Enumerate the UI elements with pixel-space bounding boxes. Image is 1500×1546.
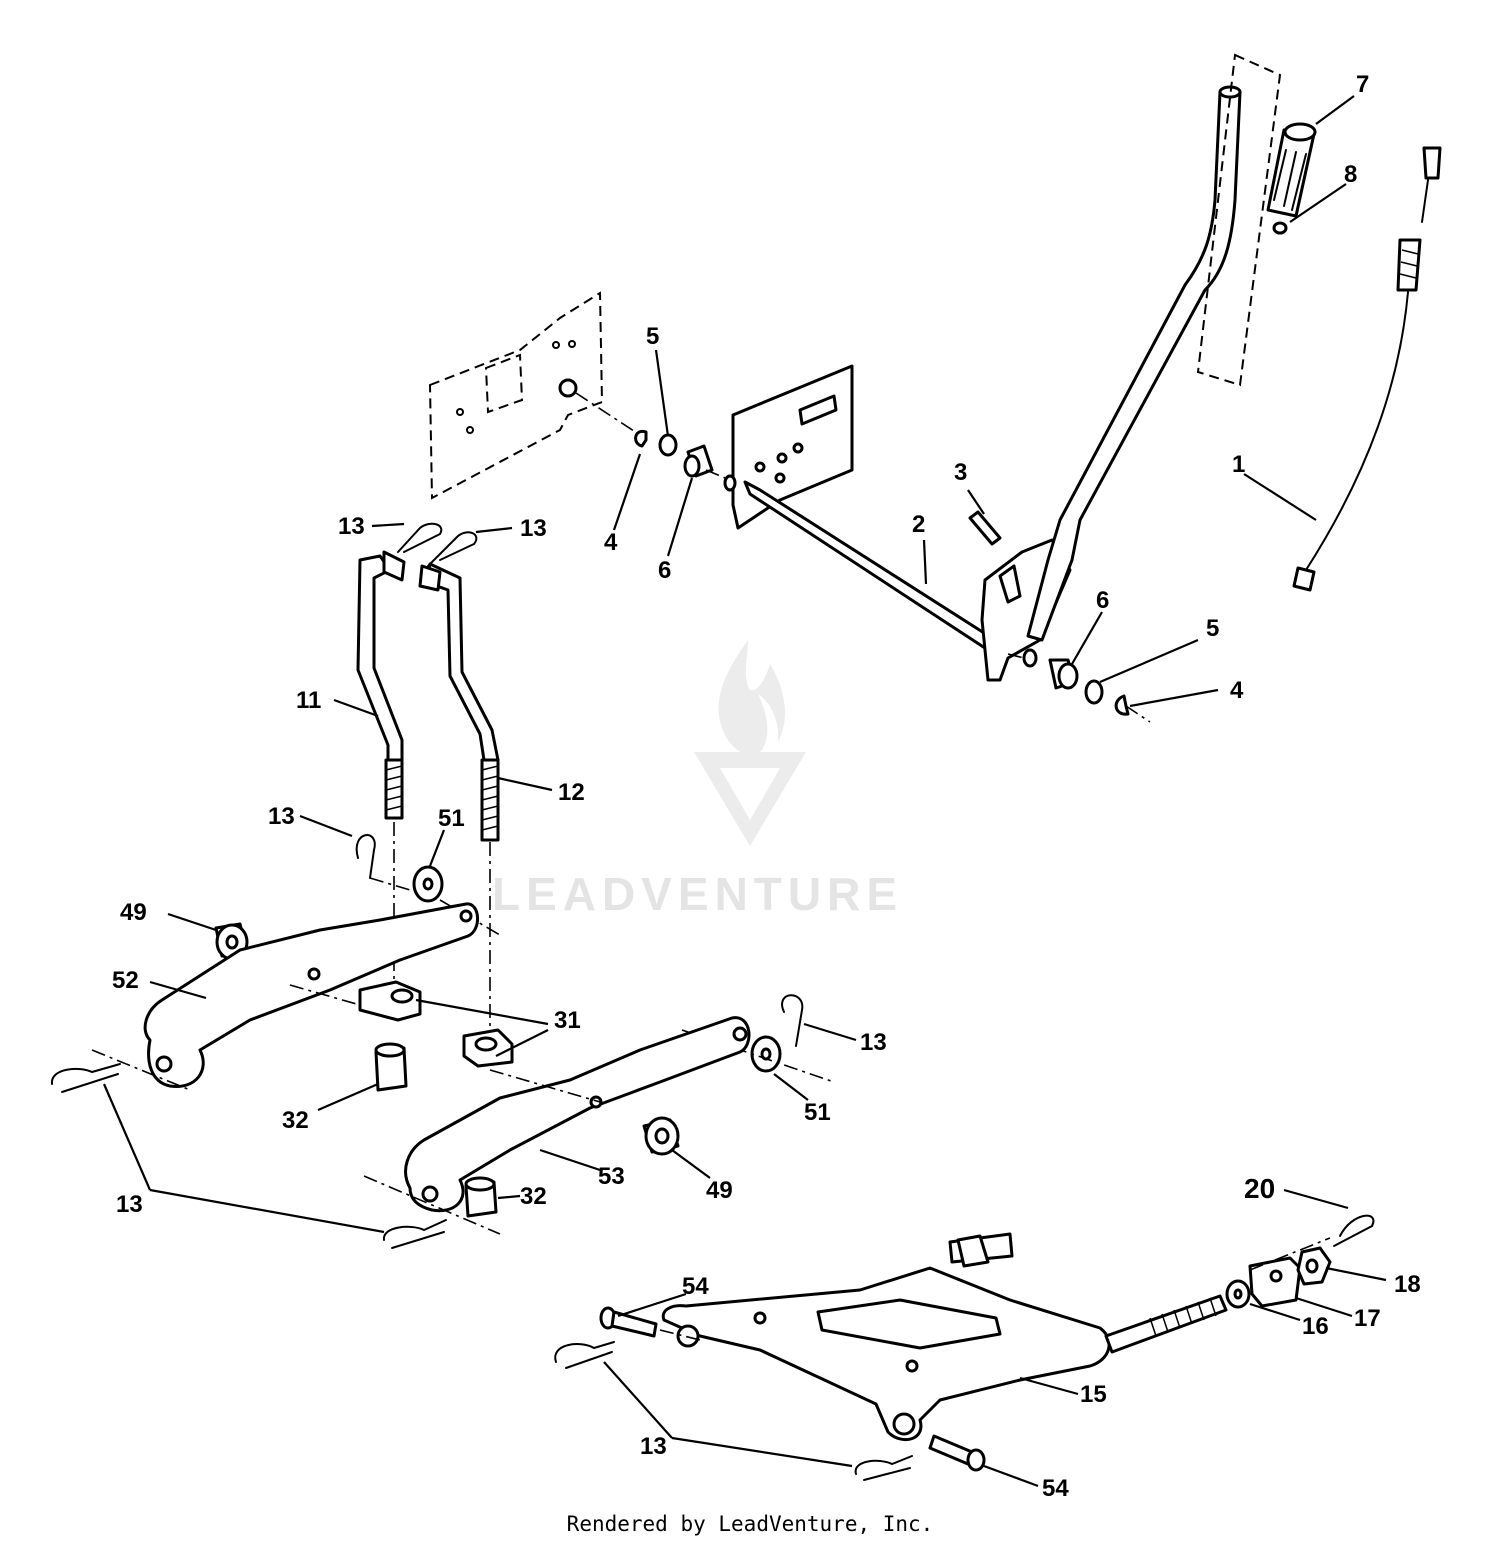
callout-label: 20 bbox=[1244, 1173, 1275, 1204]
callout-label: 7 bbox=[1356, 71, 1369, 98]
flange-nut-49-right bbox=[642, 1116, 680, 1156]
callout-label: 13 bbox=[640, 1433, 667, 1460]
callout-label: 4 bbox=[1230, 677, 1244, 704]
hairpin-13-right bbox=[781, 994, 804, 1047]
callout-label: 16 bbox=[1302, 1313, 1329, 1340]
footer-credit: Rendered by LeadVenture, Inc. bbox=[566, 1512, 934, 1536]
lift-handle bbox=[1026, 85, 1242, 642]
callout-label: 4 bbox=[604, 529, 618, 556]
nut-32-upper bbox=[374, 1042, 408, 1092]
callout-label: 8 bbox=[1344, 161, 1357, 188]
spacer-16 bbox=[1225, 1279, 1251, 1309]
washer-51-right bbox=[750, 1035, 782, 1073]
callout-label: 5 bbox=[646, 323, 659, 350]
callout-label: 49 bbox=[706, 1177, 733, 1204]
grip-outline-dashed bbox=[1196, 53, 1282, 387]
callout-label: 53 bbox=[598, 1163, 625, 1190]
callout-label: 17 bbox=[1354, 1305, 1381, 1332]
callout-label: 32 bbox=[282, 1107, 309, 1134]
callout-label: 51 bbox=[804, 1099, 831, 1126]
bushing-6-right bbox=[1022, 648, 1079, 690]
washer-5-right bbox=[1084, 679, 1104, 705]
callout-label: 12 bbox=[558, 779, 585, 806]
callout-label: 5 bbox=[1206, 615, 1219, 642]
callout-label: 2 bbox=[912, 511, 925, 538]
callout-label: 18 bbox=[1394, 1271, 1421, 1298]
plug-8 bbox=[1272, 221, 1288, 235]
callout-label: 3 bbox=[954, 459, 967, 486]
callout-label: 32 bbox=[520, 1183, 547, 1210]
hairpin-13-lower-left bbox=[51, 1063, 121, 1093]
clevis-pin-54-upper bbox=[599, 1306, 658, 1338]
hairpin-13-bottom-left bbox=[554, 1341, 615, 1369]
hairpin-13-mid-left bbox=[355, 834, 376, 879]
lift-arm-52 bbox=[143, 902, 479, 1088]
callout-label: 6 bbox=[1096, 587, 1109, 614]
hairpin-13-bottom bbox=[854, 1455, 913, 1481]
callout-label: 13 bbox=[520, 515, 547, 542]
washer-5-left bbox=[658, 433, 678, 457]
drawbar-15 bbox=[661, 1232, 1228, 1442]
watermark-logo bbox=[694, 640, 806, 846]
roll-pin-3 bbox=[968, 510, 1002, 546]
frame-bracket-dashed bbox=[428, 291, 641, 500]
hairpin-13-top-right bbox=[427, 531, 478, 567]
callout-label: 13 bbox=[338, 513, 365, 540]
hairpin-20 bbox=[1333, 1214, 1375, 1247]
lift-link-12 bbox=[418, 562, 500, 842]
handle-grip-7 bbox=[1266, 122, 1317, 218]
height-adjust-cable-1 bbox=[1292, 146, 1442, 592]
hairpin-13-lower-middle bbox=[383, 1219, 447, 1249]
lift-link-11 bbox=[356, 550, 406, 820]
lift-arm-53 bbox=[404, 1016, 751, 1213]
bushing-6-left bbox=[683, 444, 714, 478]
callout-label: 13 bbox=[268, 803, 295, 830]
retaining-ring-4-left bbox=[634, 429, 648, 448]
leader-lines bbox=[102, 95, 1387, 1488]
washer-51-left bbox=[412, 865, 444, 903]
callout-label: 54 bbox=[1042, 1475, 1069, 1502]
clevis-17 bbox=[1248, 1256, 1302, 1308]
callout-label: 13 bbox=[860, 1029, 887, 1056]
callout-label: 31 bbox=[554, 1007, 581, 1034]
hairpin-13-top-left bbox=[397, 522, 443, 553]
callout-label: 49 bbox=[120, 899, 147, 926]
callout-label: 11 bbox=[296, 687, 321, 714]
lift-shaft-assembly bbox=[723, 364, 1072, 682]
watermark-text: LEADVENTURE bbox=[492, 868, 903, 920]
callout-label: 51 bbox=[438, 805, 465, 832]
clevis-pin-54-lower bbox=[928, 1434, 986, 1472]
callout-label: 6 bbox=[658, 557, 671, 584]
hex-nut-18 bbox=[1296, 1246, 1332, 1286]
trunnion-31-right bbox=[462, 1028, 514, 1068]
callout-label: 54 bbox=[682, 1273, 709, 1300]
callout-label: 15 bbox=[1080, 1381, 1107, 1408]
trunnion-31-left bbox=[358, 980, 422, 1022]
nut-32-lower bbox=[464, 1176, 498, 1218]
callout-label: 1 bbox=[1232, 451, 1245, 478]
callout-label: 52 bbox=[112, 967, 139, 994]
callout-label: 13 bbox=[116, 1191, 143, 1218]
retaining-ring-4-right bbox=[1114, 694, 1130, 716]
